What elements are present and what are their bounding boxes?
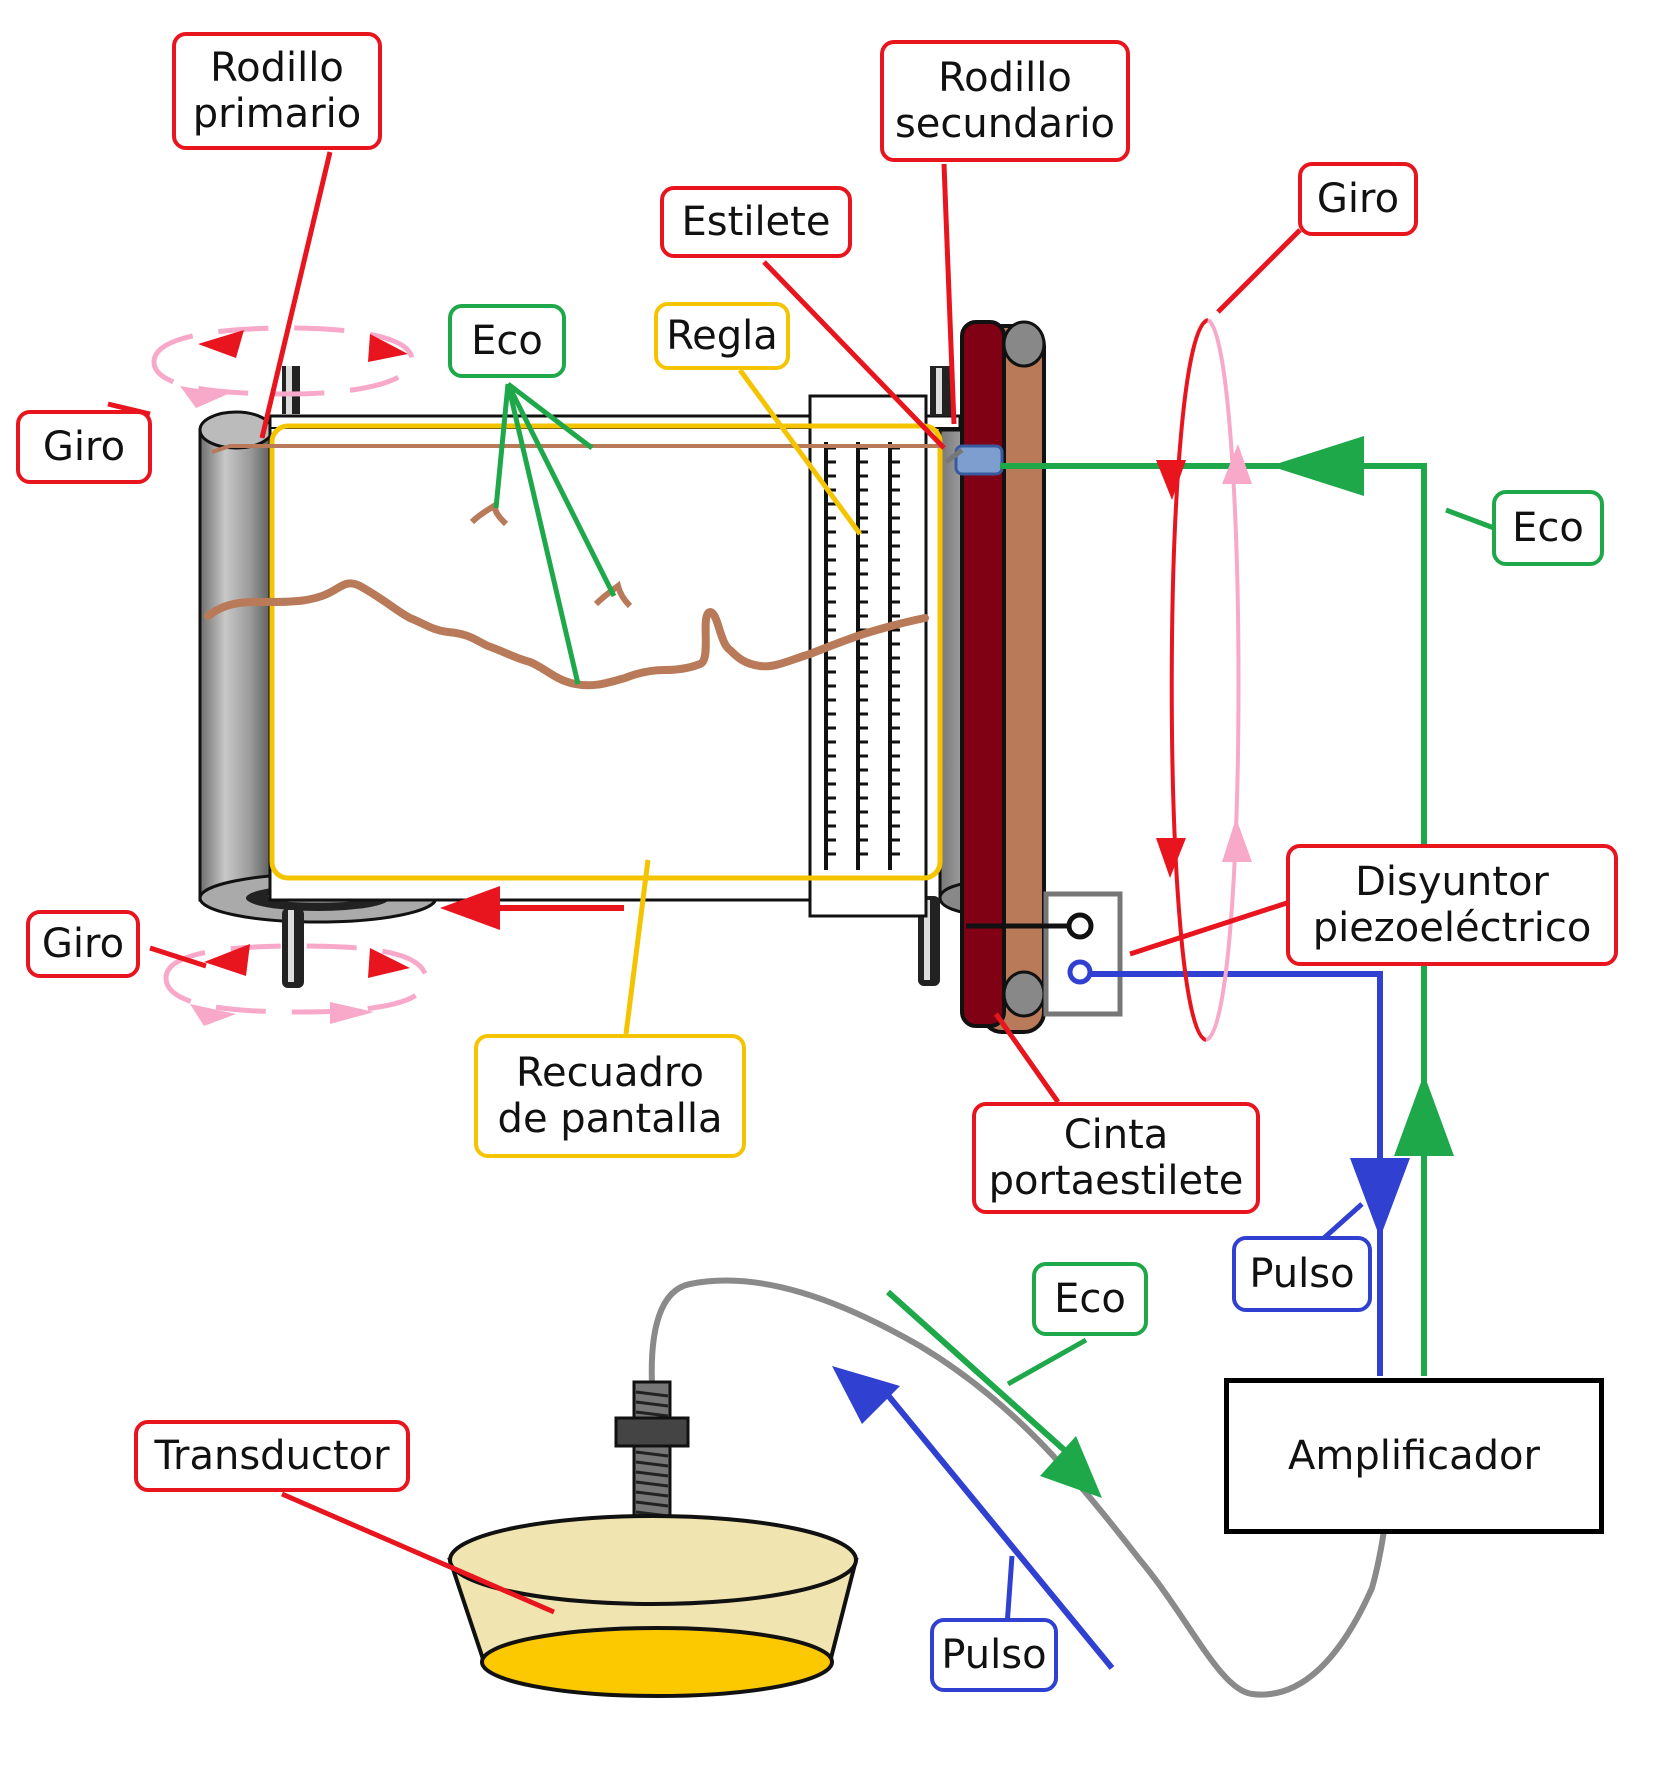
pulse-arrow-cable [832,1366,900,1424]
label-cinta: Cinta portaestilete [972,1102,1260,1214]
screw-thread [635,1500,669,1508]
screw-thread [635,1490,669,1498]
paper-motion-arrow [440,886,500,930]
screw-thread [635,1470,669,1478]
label-regla: Regla [654,302,790,370]
screw-thread [635,1450,669,1458]
ruler [808,394,928,918]
label-eco-cable: Eco [1032,1262,1148,1336]
rotation-belt [1156,318,1252,1042]
screw-thread [635,1400,669,1408]
stylus-belt [944,320,1046,1034]
transducer-cable [648,1277,1387,1698]
label-giro-right: Giro [1298,162,1418,236]
echo-arrow-amp [1394,1074,1454,1156]
echo-mark-2 [593,580,633,609]
amplifier-box: Amplificador [1224,1378,1604,1534]
piezo-switch [966,891,1123,1017]
label-recuadro: Recuadro de pantalla [474,1034,746,1158]
label-disyuntor: Disyuntor piezoeléctrico [1286,844,1618,966]
label-estilete: Estilete [660,186,852,258]
label-eco-top: Eco [448,304,566,378]
screw-thread [635,1410,669,1418]
echo-signal-line [1000,463,1427,1376]
label-giro-bottom-left: Giro [26,910,140,978]
rotation-bottom-left [163,943,429,1026]
label-transductor: Transductor [134,1420,410,1492]
label-rodillo-secundario: Rodillo secundario [880,40,1130,162]
label-pulso-right: Pulso [1232,1236,1372,1312]
pulse-arrow-down [1350,1158,1410,1238]
screw-thread [635,1480,669,1488]
screen-frame [269,423,943,881]
top-trace [211,444,940,454]
transducer [447,1380,859,1698]
echo-arrow-cable [1040,1436,1102,1498]
seabed-trace [204,579,929,690]
screw-thread [635,1460,669,1468]
label-pulso-bottom: Pulso [930,1618,1058,1692]
screw-thread [635,1390,669,1398]
label-eco-right: Eco [1492,490,1604,566]
rotation-top-left [151,325,415,408]
label-rodillo-primario: Rodillo primario [172,32,382,150]
label-giro-top-left: Giro [16,410,152,484]
echo-arrow-top [1270,436,1364,496]
amplifier-label: Amplificador [1288,1433,1540,1479]
